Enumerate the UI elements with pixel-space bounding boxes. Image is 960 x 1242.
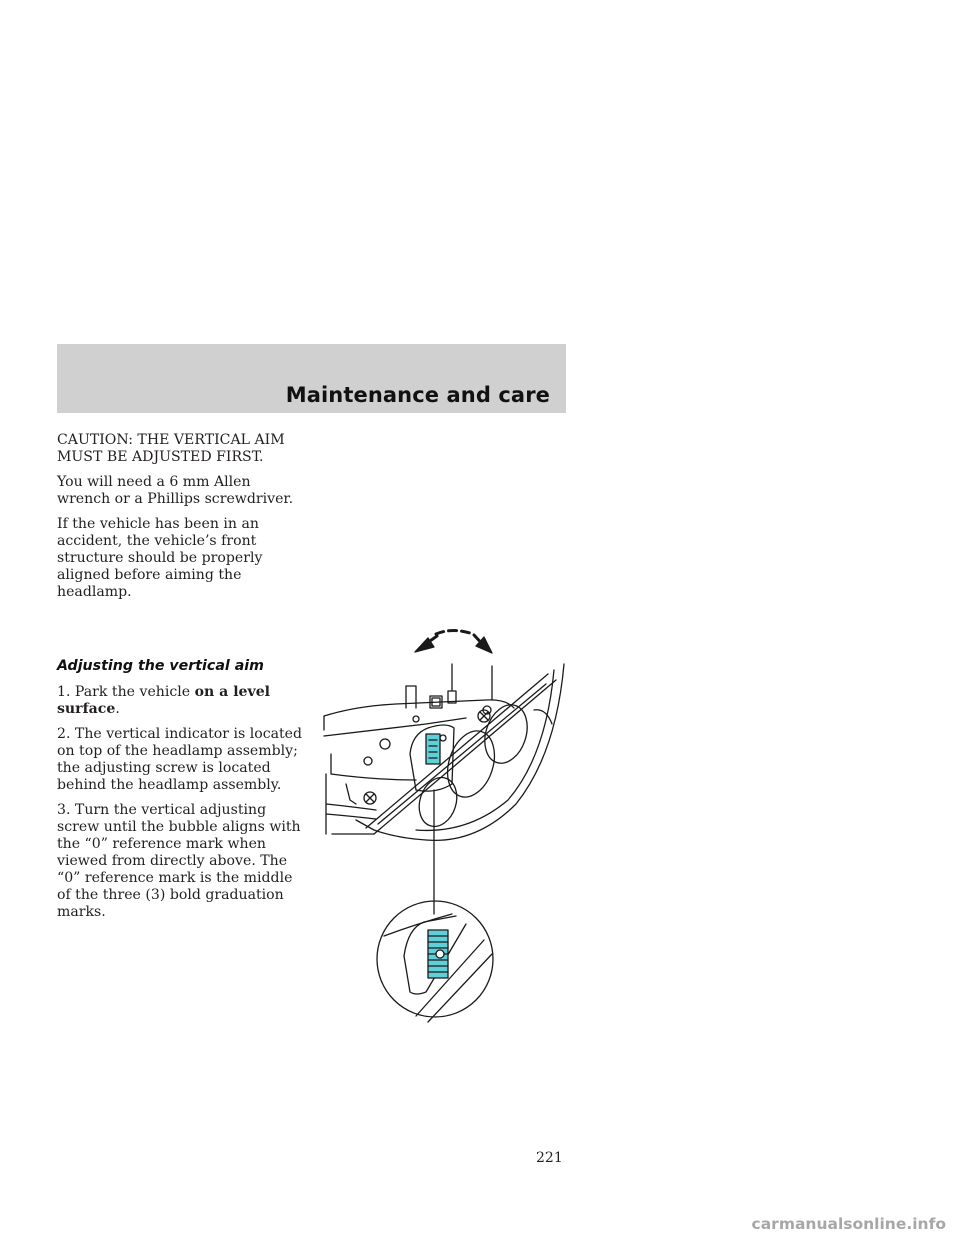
headlamp-vertical-aim-diagram <box>323 629 565 1023</box>
intro-text: CAUTION: THE VERTICAL AIM MUST BE ADJUST… <box>57 432 307 601</box>
bubble-indicator-swatch <box>425 733 441 765</box>
accident-note-text: If the vehicle has been in an accident, … <box>57 516 263 600</box>
step-3: 3. Turn the vertical adjusting screw unt… <box>57 802 301 920</box>
watermark: carmanualsonline.info <box>751 1215 946 1233</box>
tools-text: You will need a 6 mm Allen wrench or a P… <box>57 474 294 507</box>
step-1-suffix: . <box>115 701 120 717</box>
page-number: 221 <box>536 1150 563 1166</box>
section-heading: Adjusting the vertical aim <box>57 658 264 674</box>
section-header-band: Maintenance and care <box>57 344 566 413</box>
step-1-emphasis: on a level surface <box>57 684 271 717</box>
instruction-steps: 1. Park the vehicle on a level surface. … <box>57 684 307 921</box>
step-1: 1. Park the vehicle on a level surface. <box>57 684 307 718</box>
section-title: Maintenance and care <box>285 383 550 407</box>
caution-text: CAUTION: THE VERTICAL AIM MUST BE ADJUST… <box>57 432 285 465</box>
step-2: 2. The vertical indicator is located on … <box>57 726 303 793</box>
step-1-prefix: 1. Park the vehicle <box>57 684 195 700</box>
